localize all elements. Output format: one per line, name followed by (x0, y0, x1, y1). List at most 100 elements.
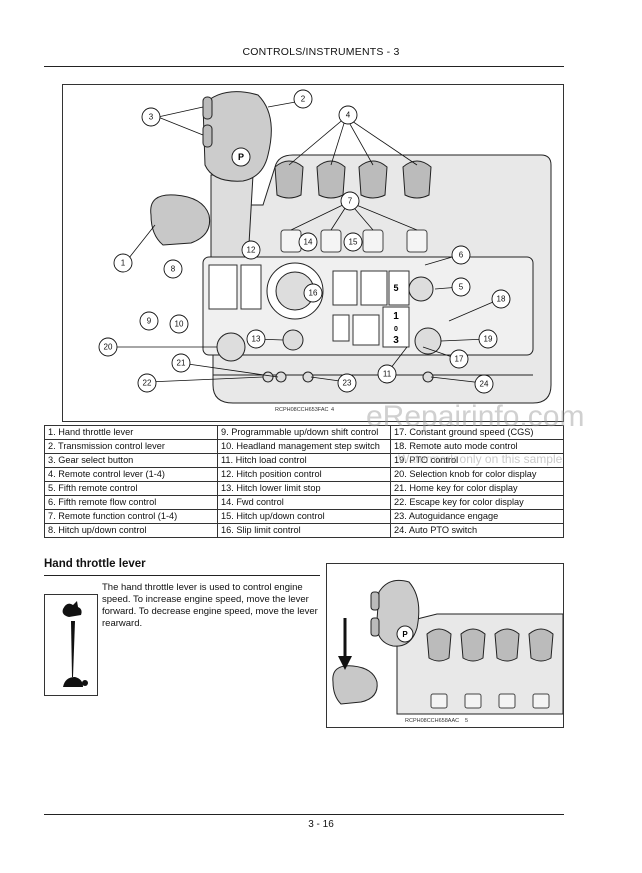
callout-12: 12 (241, 240, 261, 260)
svg-text:15: 15 (349, 238, 358, 247)
legend-cell: 20. Selection knob for color display (390, 467, 564, 482)
callout-18: 18 (491, 289, 511, 309)
svg-text:10: 10 (175, 320, 184, 329)
svg-text:23: 23 (343, 379, 352, 388)
rabbit-turtle-icon (62, 601, 88, 687)
legend-cell: 1. Hand throttle lever (44, 425, 218, 440)
svg-text:12: 12 (247, 246, 256, 255)
callout-19: 19 (478, 329, 498, 349)
controls-figure: P 5 (62, 84, 564, 422)
legend-cell: 23. Autoguidance engage (390, 509, 564, 524)
legend-cell: 16. Slip limit control (217, 523, 391, 538)
legend-cell: 22. Escape key for color display (390, 495, 564, 510)
legend-row: 7. Remote function control (1-4)15. Hitc… (44, 509, 564, 524)
panel-digit-5: 5 (393, 283, 398, 293)
figure1-caption-code: RCPH08CCH653FAC (275, 407, 329, 413)
svg-text:16: 16 (309, 289, 318, 298)
figure2-caption-code: RCPH08CCH658AAC (405, 718, 460, 724)
figure2-caption-number: 5 (465, 718, 469, 724)
legend-cell: 12. Hitch position control (217, 467, 391, 482)
legend-cell: 6. Fifth remote flow control (44, 495, 218, 510)
legend-cell: 13. Hitch lower limit stop (217, 481, 391, 496)
svg-text:5: 5 (459, 283, 464, 292)
svg-text:2: 2 (301, 95, 306, 104)
callout-10: 10 (169, 314, 189, 334)
callout-9: 9 (139, 311, 159, 331)
svg-text:7: 7 (348, 197, 353, 206)
panel-digit-1: 1 (393, 311, 399, 322)
header-rule (44, 66, 564, 67)
svg-text:24: 24 (480, 380, 489, 389)
callout-5: 5 (451, 277, 471, 297)
section-title: Hand throttle lever (44, 558, 146, 570)
svg-text:14: 14 (304, 238, 313, 247)
footer-rule (44, 814, 564, 815)
legend-cell: 9. Programmable up/down shift control (217, 425, 391, 440)
legend-cell: 14. Fwd control (217, 495, 391, 510)
page-header: CONTROLS/INSTRUMENTS - 3 (242, 46, 400, 58)
svg-text:11: 11 (383, 370, 392, 379)
panel-digit-0: 0 (394, 326, 398, 333)
svg-text:22: 22 (143, 379, 152, 388)
legend-cell: 2. Transmission control lever (44, 439, 218, 454)
controls-illustration: P 5 (98, 89, 552, 404)
callout-24: 24 (474, 374, 494, 394)
svg-text:3: 3 (149, 113, 154, 122)
watermark-sub: Watermark only on this sample (398, 452, 563, 466)
legend-cell: 21. Home key for color display (390, 481, 564, 496)
callout-14: 14 (298, 232, 318, 252)
svg-text:20: 20 (104, 343, 113, 352)
legend-cell: 15. Hitch up/down control (217, 509, 391, 524)
svg-text:1: 1 (121, 259, 126, 268)
callout-20: 20 (98, 337, 118, 357)
page-number: 3 - 16 (308, 819, 334, 830)
throttle-figure: P RCPH08CCH658AAC 5 (326, 563, 564, 728)
callout-4: 4 (338, 105, 358, 125)
svg-text:6: 6 (459, 251, 464, 260)
callout-1: 1 (113, 253, 133, 273)
panel-digit-3: 3 (393, 335, 399, 346)
legend-cell: 5. Fifth remote control (44, 481, 218, 496)
callout-8: 8 (163, 259, 183, 279)
svg-text:4: 4 (346, 111, 351, 120)
section-body: The hand throttle lever is used to contr… (102, 582, 318, 629)
svg-text:9: 9 (147, 317, 152, 326)
svg-text:21: 21 (177, 359, 186, 368)
svg-text:13: 13 (252, 335, 261, 344)
callout-21: 21 (171, 353, 191, 373)
callout-11: 11 (377, 364, 397, 384)
legend-cell: 3. Gear select button (44, 453, 218, 468)
park-label: P (238, 152, 244, 162)
callout-22: 22 (137, 373, 157, 393)
callout-17: 17 (449, 349, 469, 369)
legend-cell: 24. Auto PTO switch (390, 523, 564, 538)
throttle-symbol-box (44, 594, 98, 696)
fig2-park-label: P (402, 630, 408, 639)
legend-cell: 10. Headland management step switch (217, 439, 391, 454)
throttle-illustration: P (332, 579, 563, 715)
legend-cell: 8. Hitch up/down control (44, 523, 218, 538)
callout-6: 6 (451, 245, 471, 265)
callout-13: 13 (246, 329, 266, 349)
figure1-caption-number: 4 (331, 407, 335, 413)
callout-3: 3 (141, 107, 161, 127)
svg-text:8: 8 (171, 265, 176, 274)
svg-text:17: 17 (455, 355, 464, 364)
watermark-main: eRepairinfo.com (366, 400, 585, 433)
legend-cell: 11. Hitch load control (217, 453, 391, 468)
svg-text:19: 19 (484, 335, 493, 344)
legend-cell: 7. Remote function control (1-4) (44, 509, 218, 524)
callout-15: 15 (343, 232, 363, 252)
callout-7: 7 (340, 191, 360, 211)
callout-16: 16 (303, 283, 323, 303)
section-rule (44, 575, 320, 576)
legend-cell: 4. Remote control lever (1-4) (44, 467, 218, 482)
callout-23: 23 (337, 373, 357, 393)
svg-text:18: 18 (497, 295, 506, 304)
legend-row: 4. Remote control lever (1-4)12. Hitch p… (44, 467, 564, 482)
